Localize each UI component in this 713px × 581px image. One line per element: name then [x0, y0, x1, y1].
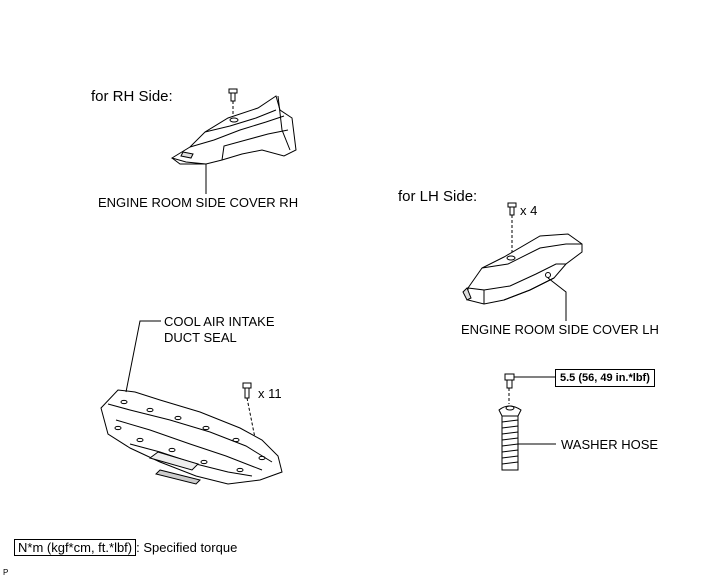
lh-clip-icon [507, 202, 517, 256]
rh-clip-icon [228, 88, 238, 118]
cover-lh-leader-line [547, 277, 567, 321]
torque-legend: N*m (kgf*cm, ft.*lbf): Specified torque [14, 539, 238, 556]
clip-count-seal: x 11 [258, 386, 282, 401]
washer-hose-label: WASHER HOSE [561, 437, 659, 452]
seal-label-line2: DUCT SEAL [164, 330, 237, 345]
seal-label-line1: COOL AIR INTAKE [164, 314, 275, 329]
engine-room-side-cover-rh-shape [170, 95, 297, 165]
rh-side-heading: for RH Side: [91, 88, 173, 105]
cover-rh-label: ENGINE ROOM SIDE COVER RH [98, 195, 299, 210]
seal-leader-line [125, 320, 161, 393]
legend-box: N*m (kgf*cm, ft.*lbf) [14, 539, 137, 556]
legend-description: : Specified torque [136, 540, 238, 555]
cool-air-intake-duct-seal-shape [100, 389, 283, 485]
lh-side-heading: for LH Side: [398, 188, 478, 205]
clip-count-lh: x 4 [520, 203, 538, 218]
torque-spec-box: 5.5 (56, 49 in.*lbf) [555, 369, 655, 387]
washer-hose-bolt-icon [504, 373, 515, 404]
engine-room-side-cover-lh-shape [462, 233, 583, 305]
corner-mark: P [3, 568, 9, 577]
cover-lh-label: ENGINE ROOM SIDE COVER LH [461, 322, 659, 337]
washer-hose-shape [498, 405, 522, 471]
